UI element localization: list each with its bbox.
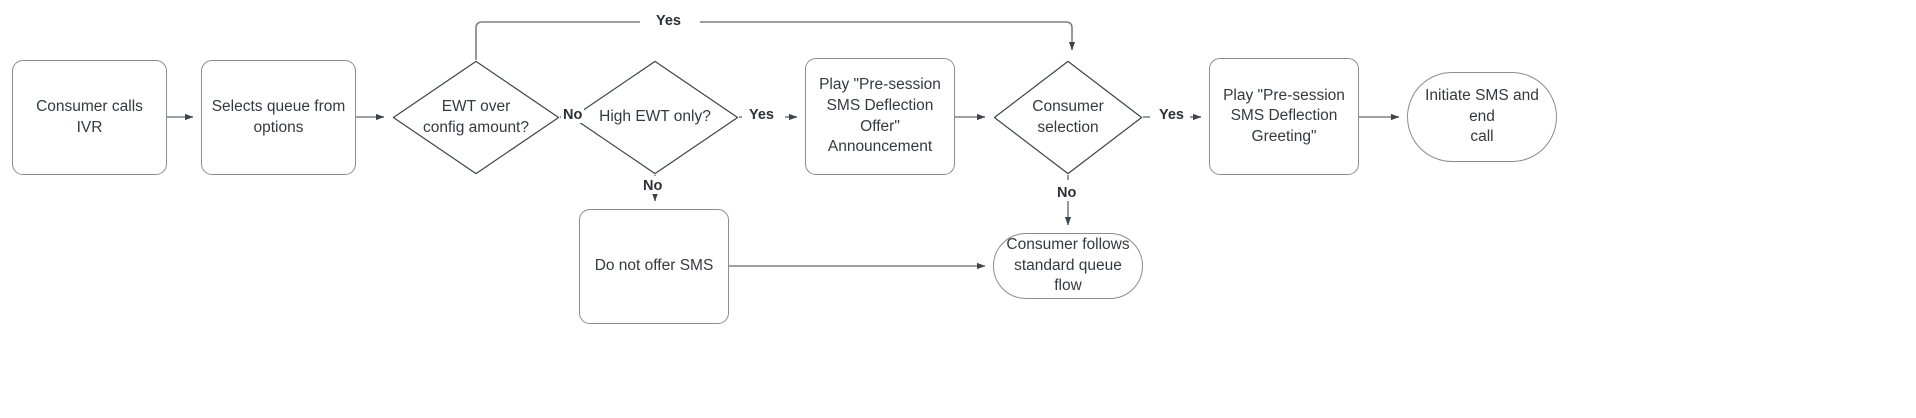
edge-label-no-consumer-selection: No: [1055, 185, 1079, 201]
node-high-ewt-only-decision[interactable]: High EWT only?: [571, 60, 739, 175]
diamond-shape: [993, 60, 1143, 175]
node-label: Initiate SMS and end call: [1425, 87, 1539, 146]
node-label: EWT over config amount?: [423, 97, 529, 136]
node-ewt-over-config-decision[interactable]: EWT over config amount?: [392, 60, 560, 175]
node-play-greeting[interactable]: Play "Pre-session SMS Deflection Greetin…: [1209, 58, 1359, 175]
diamond-shape: [392, 60, 560, 175]
node-label: Play "Pre-session SMS Deflection Greetin…: [1223, 86, 1345, 145]
edge-label-yes-top-loop: Yes: [654, 13, 683, 29]
node-standard-queue-flow[interactable]: Consumer follows standard queue flow: [993, 233, 1143, 299]
node-selects-queue[interactable]: Selects queue from options: [201, 60, 356, 175]
node-label: Selects queue from options: [211, 97, 346, 136]
node-do-not-offer-sms[interactable]: Do not offer SMS: [579, 209, 729, 324]
node-consumer-calls-ivr[interactable]: Consumer calls IVR: [12, 60, 167, 175]
diamond-shape: [571, 60, 739, 175]
edge-ewt-yes-loop: [475, 21, 1072, 60]
node-label: Consumer follows standard queue flow: [1006, 236, 1130, 295]
node-consumer-selection-decision[interactable]: Consumer selection: [993, 60, 1143, 175]
node-label: Consumer selection: [1032, 97, 1104, 136]
node-label: Consumer calls IVR: [36, 97, 143, 136]
node-play-offer-announcement[interactable]: Play "Pre-session SMS Deflection Offer" …: [805, 58, 955, 175]
node-label: Play "Pre-session SMS Deflection Offer" …: [819, 76, 941, 156]
node-label: High EWT only?: [599, 108, 711, 126]
edge-label-no-ewt-config: No: [561, 107, 585, 123]
edge-label-no-high-ewt: No: [641, 178, 665, 194]
edge-label-yes-high-ewt: Yes: [747, 107, 776, 123]
edge-label-yes-consumer-selection: Yes: [1157, 107, 1186, 123]
node-initiate-sms-end-call[interactable]: Initiate SMS and end call: [1407, 72, 1557, 162]
node-label: Do not offer SMS: [594, 257, 714, 275]
